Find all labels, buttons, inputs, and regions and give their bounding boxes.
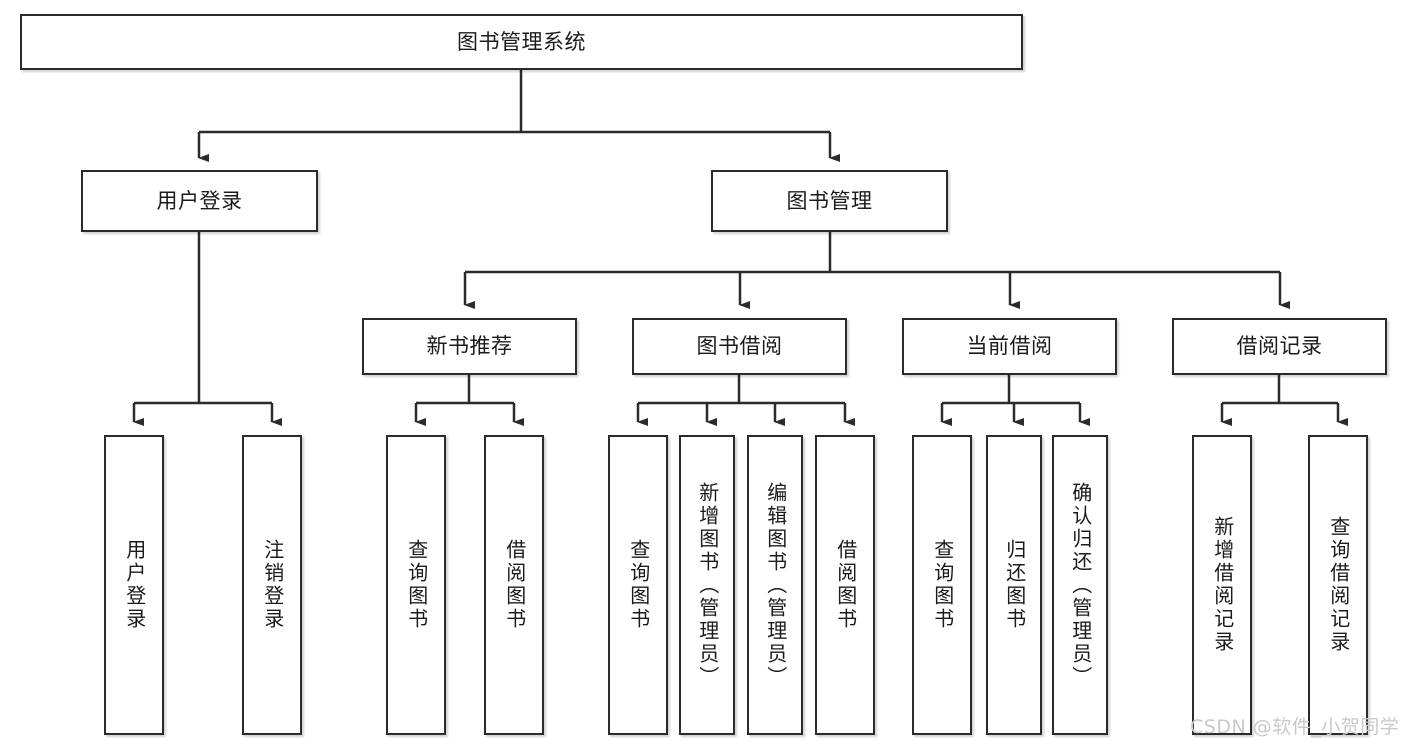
node-borrow-record-label: 借阅记录: [1236, 334, 1323, 359]
leaf-node-query-book-borrow[interactable]: 查询图书: [608, 435, 668, 735]
leaf-node-add-borrow-record-label: 新增借阅记录: [1210, 516, 1235, 654]
edge-group-current-borrow: [940, 375, 1090, 426]
leaf-node-return-book-label: 归还图书: [1002, 539, 1027, 631]
leaf-node-borrow-book-recommend[interactable]: 借阅图书: [484, 435, 544, 735]
leaf-node-add-borrow-record[interactable]: 新增借阅记录: [1192, 435, 1252, 735]
leaf-node-confirm-return-admin[interactable]: 确认归还（管理员）: [1052, 435, 1108, 735]
leaf-node-add-book-admin[interactable]: 新增图书（管理员）: [679, 435, 735, 735]
leaf-node-add-book-admin-label: 新增图书（管理员）: [695, 481, 720, 689]
node-book-borrow-label: 图书借阅: [696, 334, 783, 359]
node-current-borrow-label: 当前借阅: [966, 334, 1053, 359]
node-book-management-label: 图书管理: [786, 188, 873, 213]
node-root-system[interactable]: 图书管理系统: [20, 14, 1023, 70]
leaf-node-user-login[interactable]: 用户登录: [104, 435, 164, 735]
leaf-node-query-book-borrow-label: 查询图书: [626, 539, 651, 631]
edge-group-book-borrow: [636, 375, 855, 426]
node-new-book-recommend[interactable]: 新书推荐: [362, 318, 577, 375]
leaf-node-query-book-recommend[interactable]: 查询图书: [386, 435, 446, 735]
edge-group-borrow-record: [1220, 375, 1348, 426]
node-current-borrow[interactable]: 当前借阅: [902, 318, 1117, 375]
edge-group-user-login: [132, 232, 282, 426]
leaf-node-query-borrow-record[interactable]: 查询借阅记录: [1308, 435, 1368, 735]
edge-group-book-management: [463, 232, 1290, 309]
node-root-system-label: 图书管理系统: [457, 29, 586, 54]
leaf-node-query-book-recommend-label: 查询图书: [404, 539, 429, 631]
leaf-node-user-login-label: 用户登录: [122, 539, 147, 631]
node-book-management[interactable]: 图书管理: [711, 170, 948, 232]
leaf-node-query-book-current[interactable]: 查询图书: [912, 435, 972, 735]
leaf-node-edit-book-admin[interactable]: 编辑图书（管理员）: [747, 435, 803, 735]
node-borrow-record[interactable]: 借阅记录: [1172, 318, 1387, 375]
leaf-node-logout[interactable]: 注销登录: [242, 435, 302, 735]
leaf-node-borrow-book-recommend-label: 借阅图书: [502, 539, 527, 631]
node-user-login[interactable]: 用户登录: [81, 170, 318, 232]
edge-group-root: [197, 70, 840, 162]
node-user-login-label: 用户登录: [156, 188, 243, 213]
node-new-book-recommend-label: 新书推荐: [426, 334, 513, 359]
leaf-node-borrow-book-label: 借阅图书: [833, 539, 858, 631]
leaf-node-return-book[interactable]: 归还图书: [986, 435, 1042, 735]
leaf-node-confirm-return-admin-label: 确认归还（管理员）: [1068, 481, 1093, 689]
leaf-node-edit-book-admin-label: 编辑图书（管理员）: [763, 481, 788, 689]
leaf-node-logout-label: 注销登录: [260, 539, 285, 631]
leaf-node-query-borrow-record-label: 查询借阅记录: [1326, 516, 1351, 654]
edge-group-new-book-recommend: [414, 375, 524, 426]
node-book-borrow[interactable]: 图书借阅: [632, 318, 847, 375]
leaf-node-borrow-book[interactable]: 借阅图书: [815, 435, 875, 735]
leaf-node-query-book-current-label: 查询图书: [930, 539, 955, 631]
